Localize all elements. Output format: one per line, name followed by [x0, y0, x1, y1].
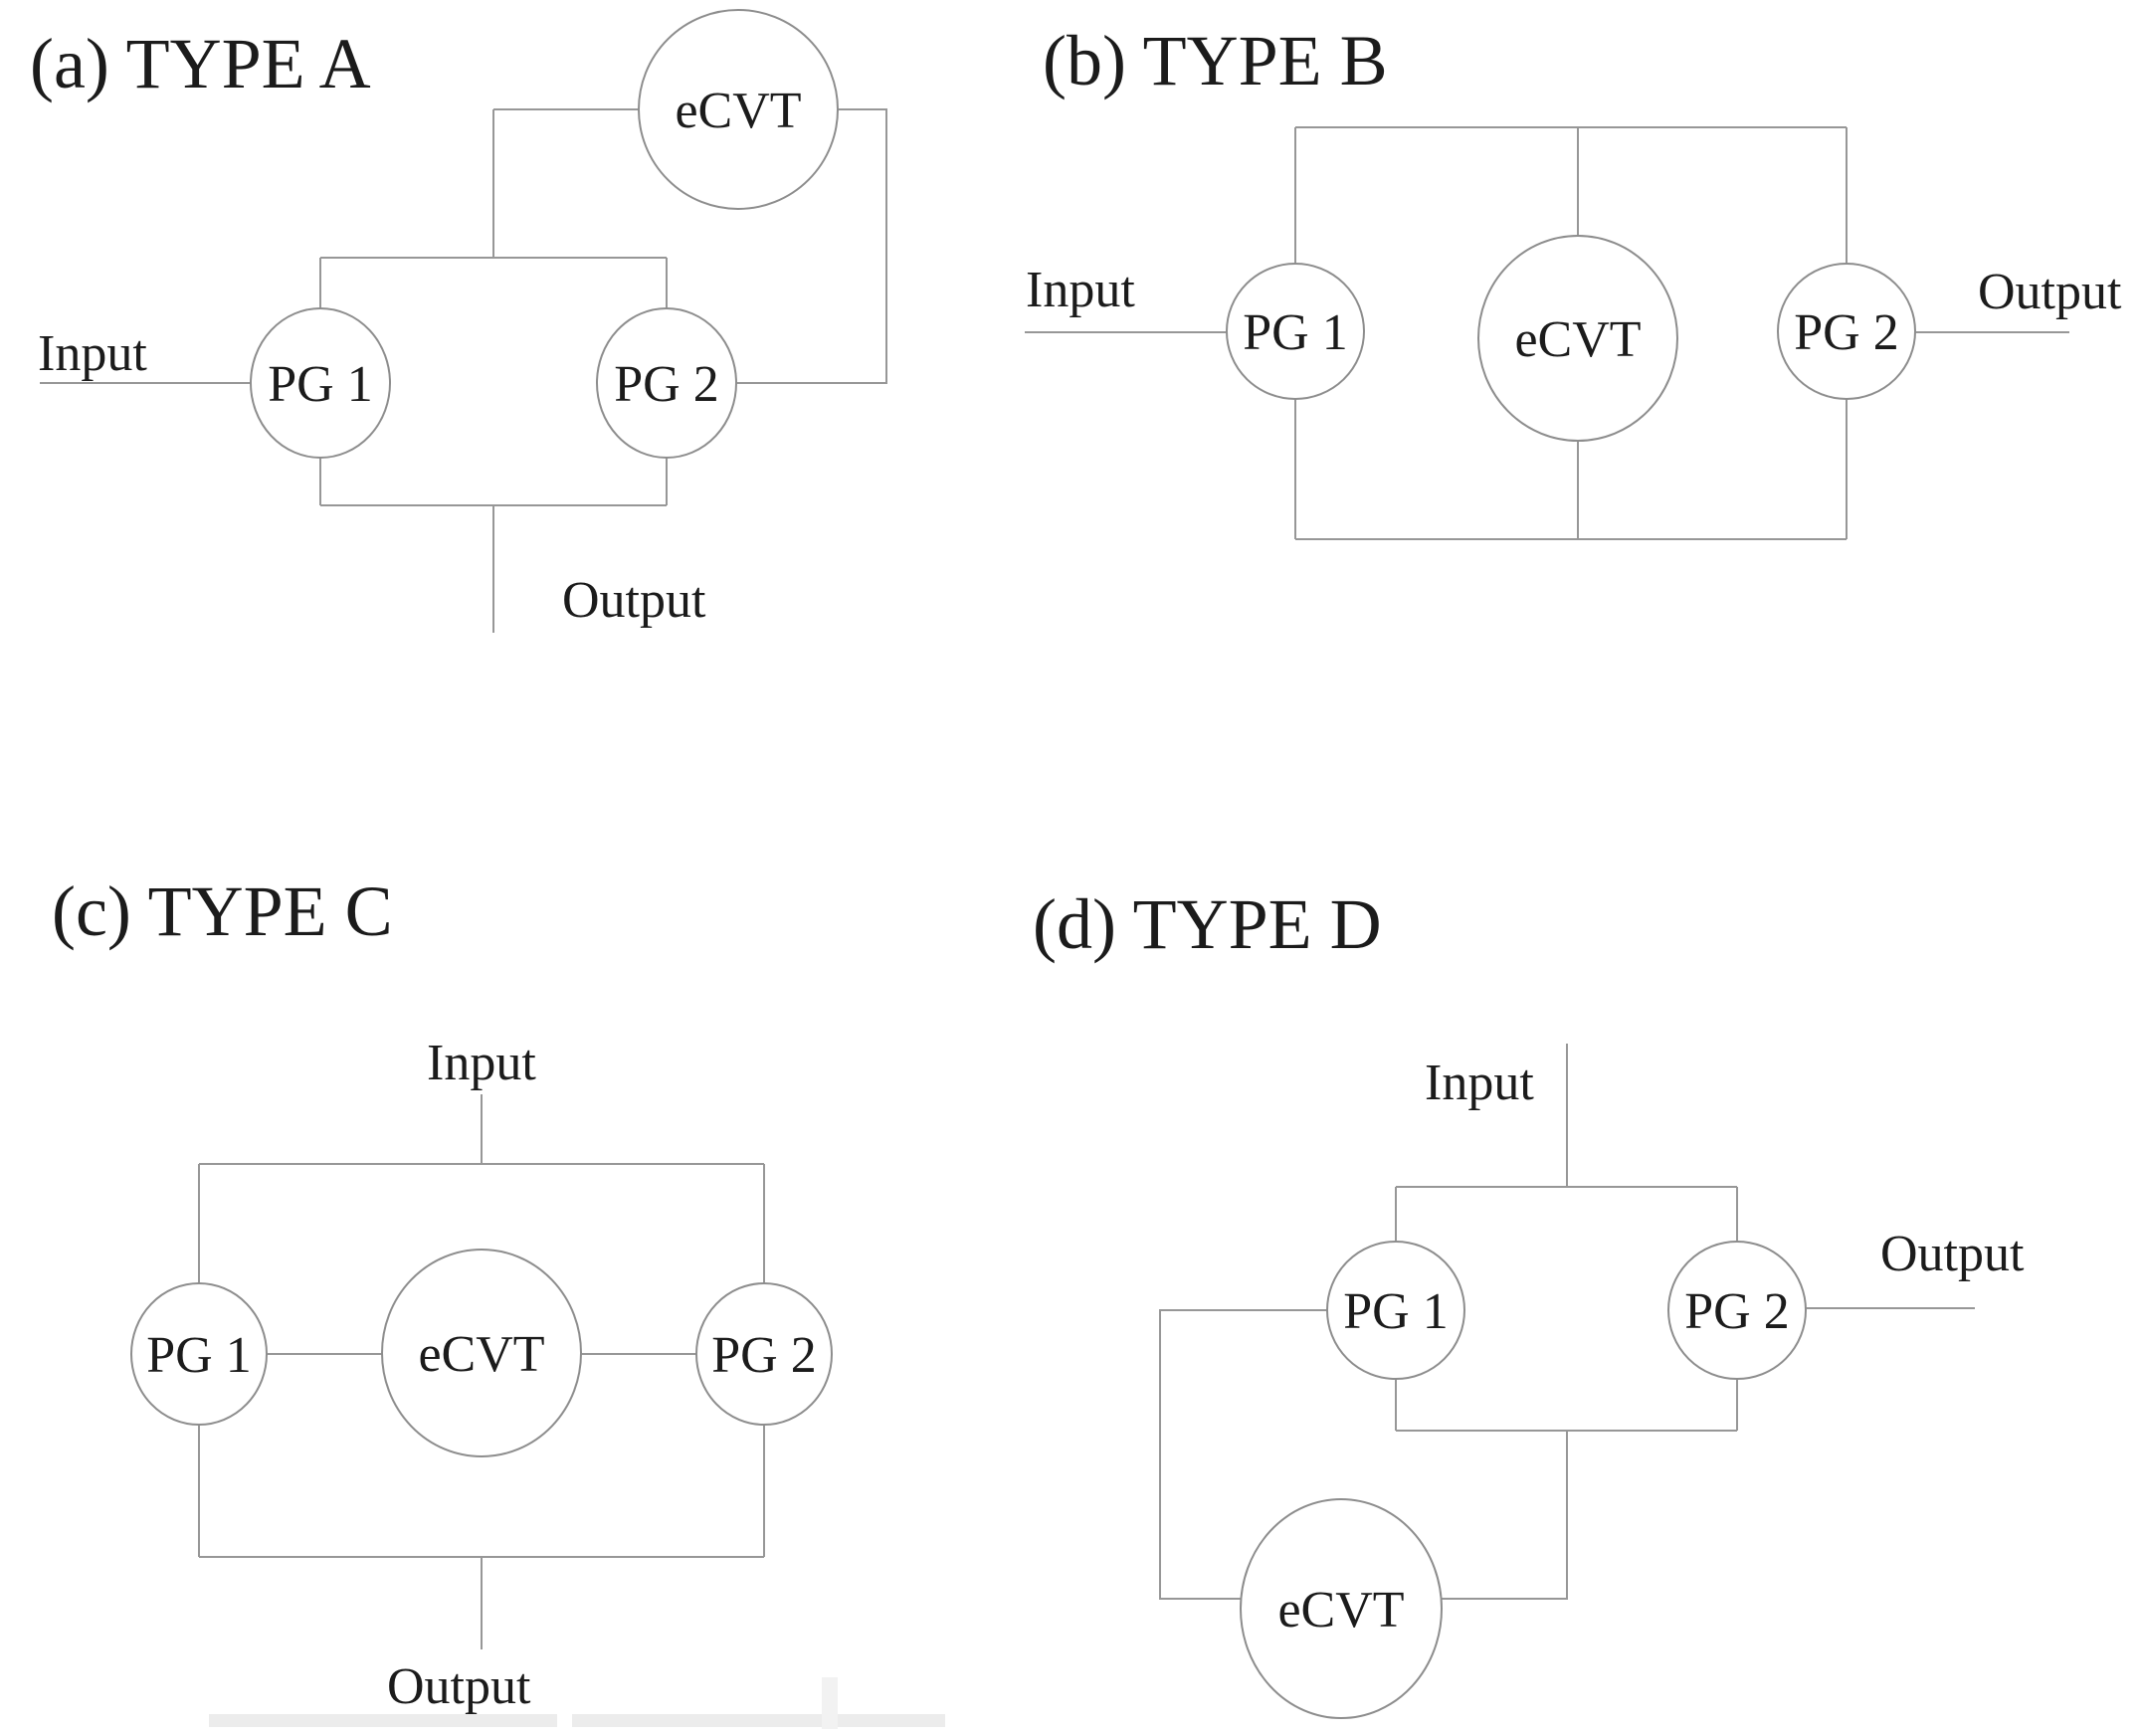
node-ecvt-circle — [1477, 235, 1678, 442]
node-pg1-circle — [130, 1282, 268, 1426]
wire — [1159, 1309, 1327, 1600]
node-pg2-circle — [695, 1282, 833, 1426]
node-pg2-circle — [1777, 263, 1916, 400]
node-ecvt-label: eCVT — [1514, 311, 1641, 368]
node-pg1-label: PG 1 — [146, 1327, 251, 1384]
node-pg1-circle — [1226, 263, 1365, 400]
panel-b: PG 1 eCVT PG 2 (b) TYPE B Input Output — [1025, 21, 2122, 540]
label-output-b: Output — [1978, 264, 2122, 320]
panel-c-title: (c) TYPE C — [52, 871, 393, 951]
node-pg1-label: PG 1 — [1343, 1283, 1448, 1340]
node-pg2-label: PG 2 — [1684, 1283, 1789, 1340]
node-ecvt-label: eCVT — [1277, 1582, 1404, 1639]
wire — [736, 108, 887, 384]
label-input-d: Input — [1425, 1055, 1534, 1111]
scan-artifact — [572, 1714, 945, 1727]
label-output-c: Output — [387, 1658, 531, 1715]
node-pg1-label: PG 1 — [268, 356, 372, 413]
label-output-a: Output — [562, 572, 706, 629]
scan-artifact — [209, 1714, 557, 1727]
node-ecvt-circle — [638, 9, 839, 210]
label-output-d: Output — [1880, 1226, 2025, 1282]
scan-artifact — [822, 1677, 838, 1729]
node-ecvt-label: eCVT — [675, 83, 801, 139]
node-ecvt-circle — [1240, 1498, 1443, 1719]
node-pg2-label: PG 2 — [614, 356, 718, 413]
wire — [1442, 1431, 1568, 1600]
node-pg2-label: PG 2 — [711, 1327, 816, 1384]
panel-a-title: (a) TYPE A — [30, 24, 371, 103]
node-ecvt-label: eCVT — [418, 1326, 544, 1383]
label-input-c: Input — [427, 1035, 536, 1091]
label-input-a: Input — [38, 325, 147, 382]
panel-d-title: (d) TYPE D — [1033, 884, 1382, 964]
panel-b-title: (b) TYPE B — [1043, 21, 1388, 100]
label-input-b: Input — [1026, 262, 1135, 318]
node-ecvt-circle — [381, 1249, 582, 1457]
node-pg2-label: PG 2 — [1794, 304, 1898, 361]
node-pg1-circle — [250, 307, 391, 459]
node-pg1-label: PG 1 — [1243, 304, 1347, 361]
node-pg1-circle — [1326, 1241, 1465, 1380]
node-pg2-circle — [596, 307, 737, 459]
node-pg2-circle — [1667, 1241, 1807, 1380]
